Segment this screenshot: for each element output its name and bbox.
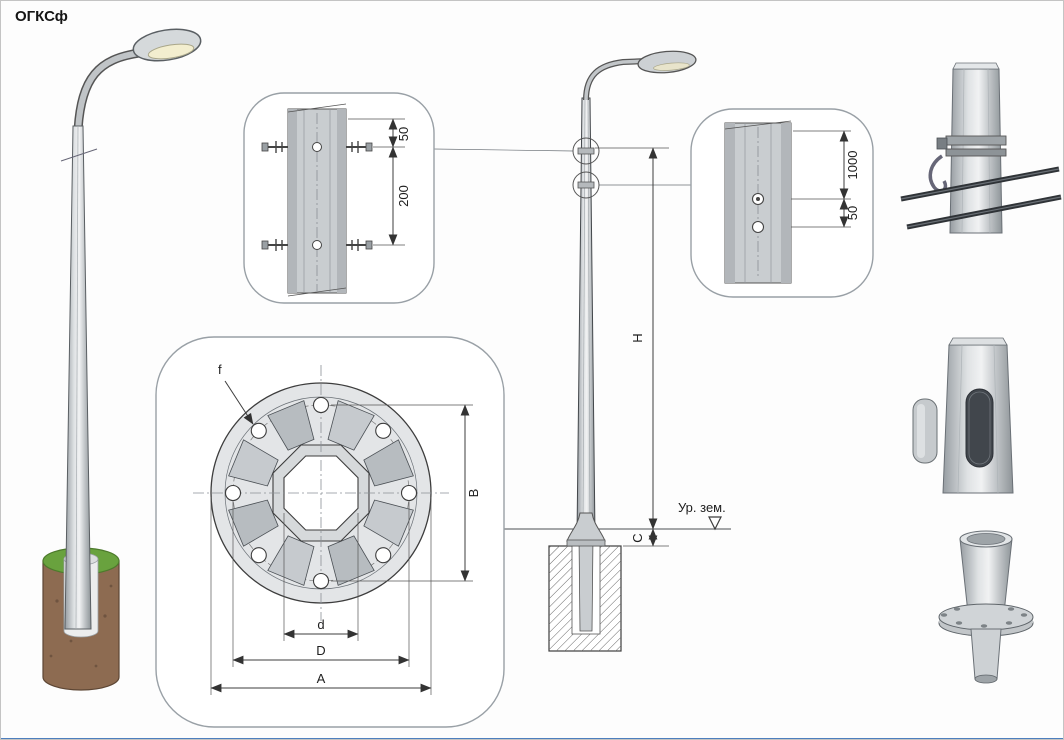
base-shoe-3d-render <box>938 530 1034 684</box>
through-bolts <box>261 141 373 251</box>
dim-H-label: H <box>630 333 645 342</box>
base-plate <box>566 539 606 547</box>
detail-marker-upper <box>572 137 600 165</box>
clamp-detail-callout: 50 200 <box>243 92 435 304</box>
clamp-bolt-lug <box>936 137 948 150</box>
pole-weld-mark <box>60 148 98 162</box>
pole-shaft-3d <box>64 125 92 630</box>
dim-C-label: C <box>630 533 645 542</box>
cable-hole <box>751 220 765 234</box>
shoe-opening <box>966 533 1006 545</box>
wire-hook <box>928 154 948 193</box>
window-bottom-edge <box>1 738 1063 739</box>
lower-clamp <box>577 181 595 189</box>
dim-200-label: 200 <box>396 185 411 207</box>
break-mark-top <box>287 103 347 113</box>
ground-level-symbol <box>708 516 722 531</box>
pole-elevation-drawing: Ур. зем. H C <box>433 50 731 652</box>
left-pole-3d-render <box>42 28 202 691</box>
lamp-head <box>132 28 202 62</box>
dim-50-label: 50 <box>396 127 411 141</box>
dim-d-label: d <box>317 617 324 632</box>
base-flare <box>566 512 606 542</box>
shoe-flange-holes <box>940 607 1028 628</box>
lamp-head-elevation <box>637 50 697 74</box>
detail-marker-lower <box>572 171 600 199</box>
door-opening <box>965 388 994 468</box>
upper-clamp <box>577 147 595 155</box>
band-clamp-upper <box>945 135 1007 146</box>
break-mark-top <box>724 120 792 130</box>
dim-B-label: B <box>466 489 481 498</box>
dim-1000-label: 1000 <box>845 151 860 180</box>
shoe-stub <box>970 628 1002 680</box>
flange-detail-callout: f B d D A <box>155 336 505 728</box>
dim-A-label: A <box>317 671 326 686</box>
page-title: ОГКСф <box>15 8 68 25</box>
dim-D-label: D <box>316 643 325 658</box>
ground-level-label: Ур. зем. <box>678 500 726 515</box>
hole-f-leader <box>224 380 254 425</box>
band-clamp-lower <box>945 148 1007 157</box>
callout-connector-left <box>433 148 574 152</box>
hole-f-label: f <box>218 362 222 377</box>
clamp-3d-render <box>900 62 1062 234</box>
dim-50-label: 50 <box>845 206 860 220</box>
mounting-detail-callout: 1000 50 <box>690 108 874 298</box>
door-3d-render <box>912 337 1014 494</box>
break-mark-bottom <box>287 287 347 297</box>
